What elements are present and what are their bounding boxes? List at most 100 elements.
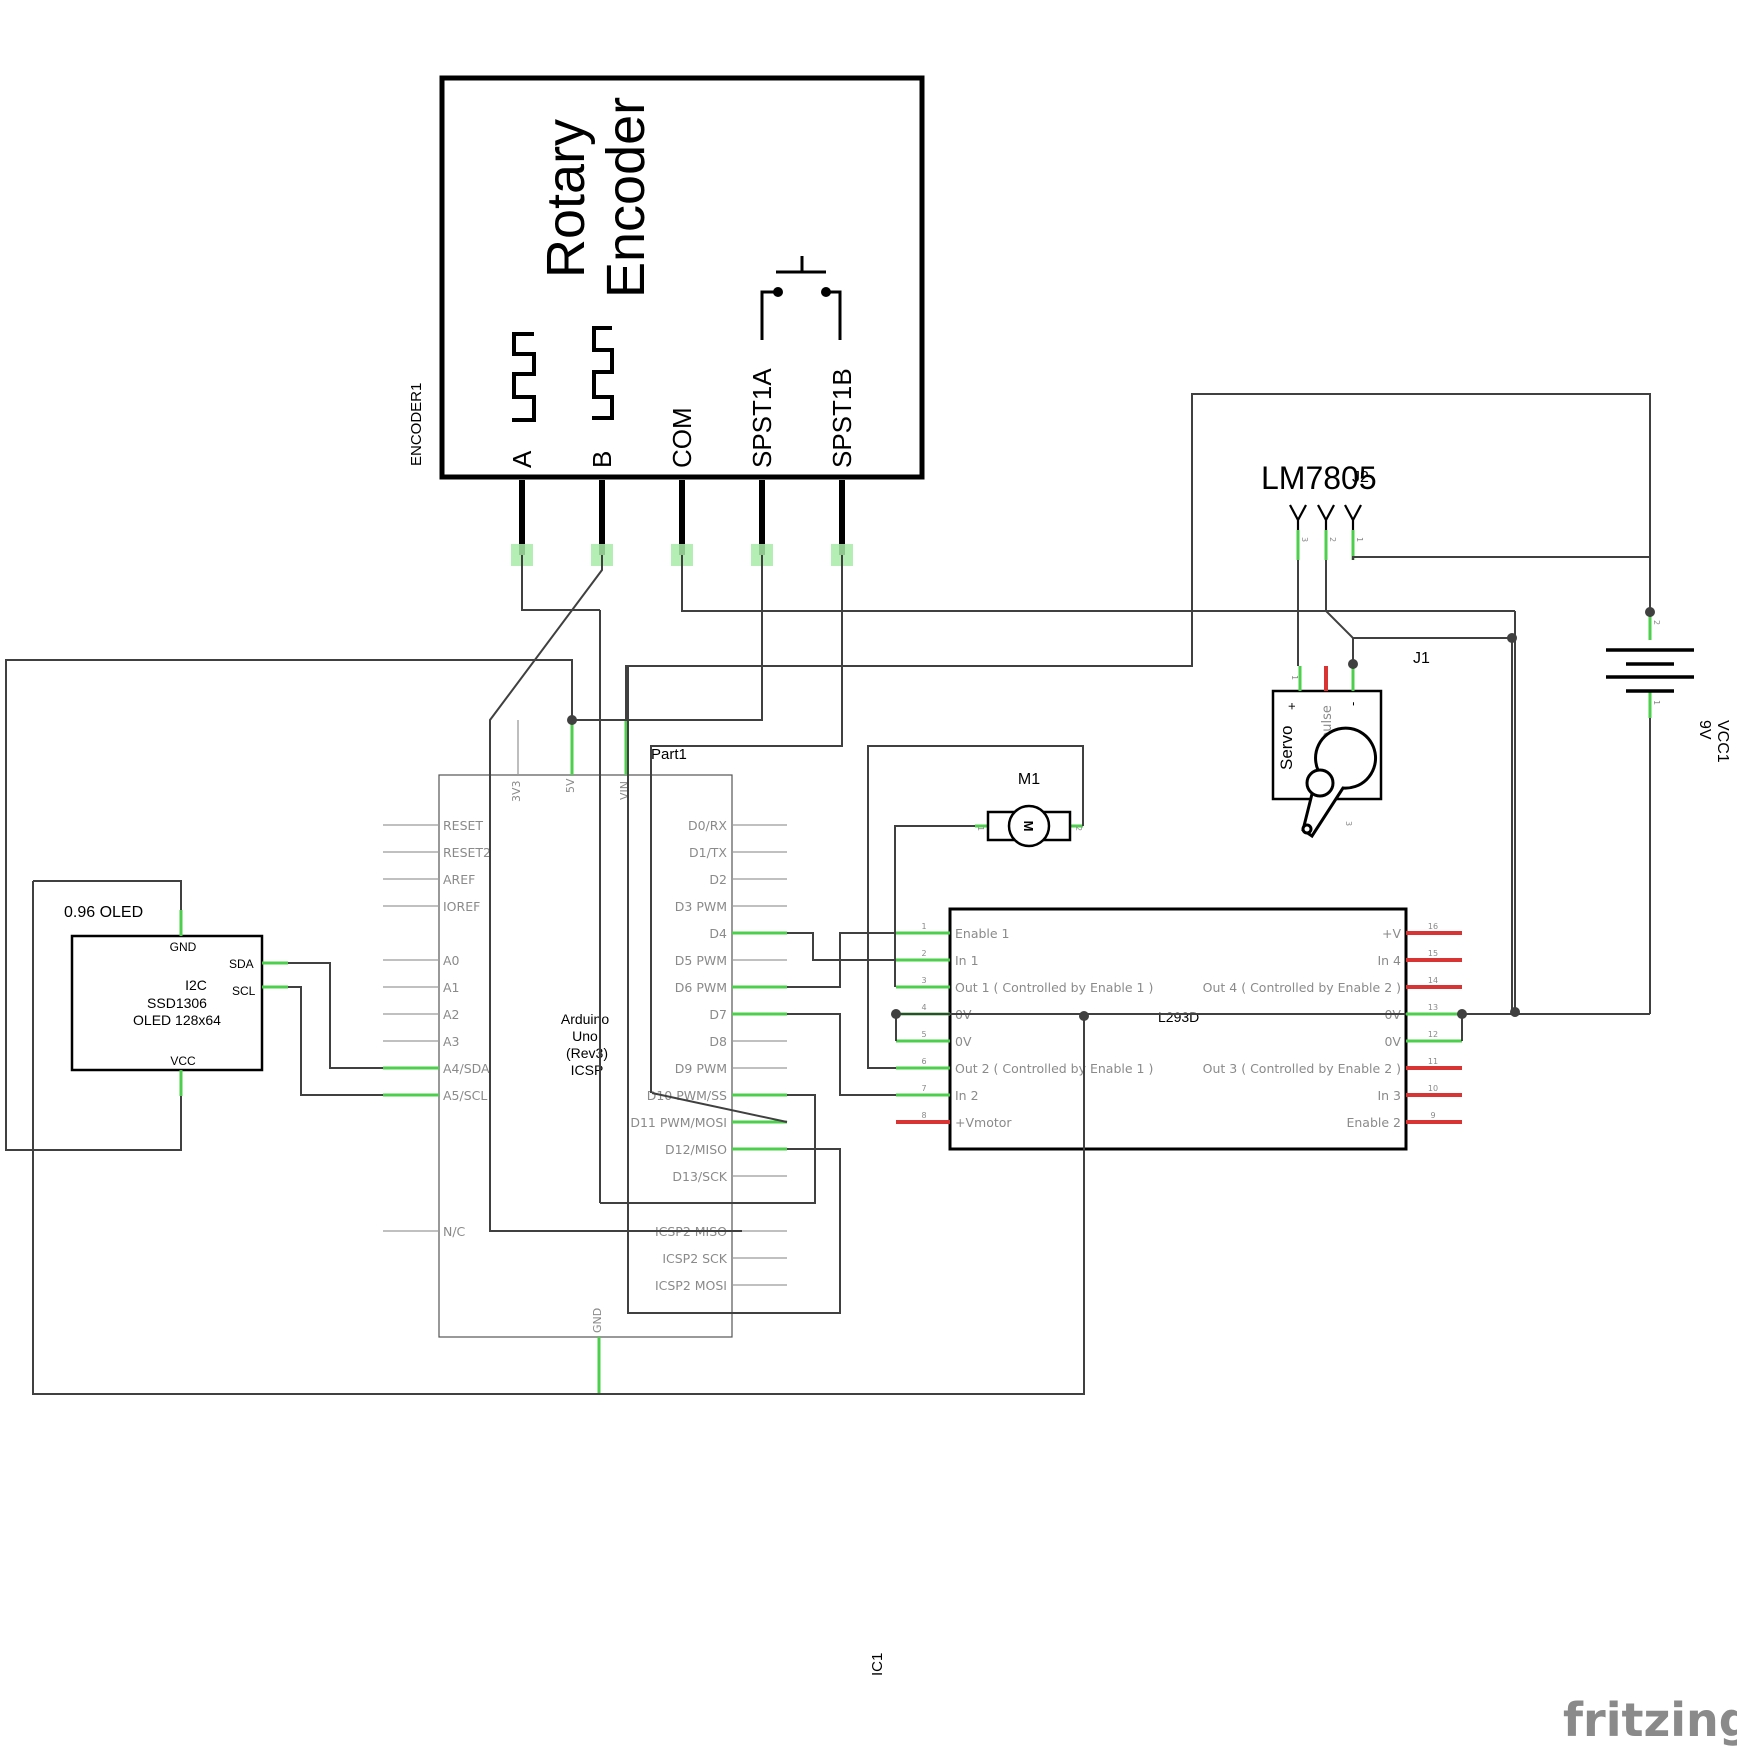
arduino-uno[interactable]: Part1 Arduino Uno (Rev3) ICSP IC1 3V3 5V…: [383, 720, 886, 1676]
l293d-pin-num-1: 1: [921, 922, 926, 931]
regulator-ref: J2: [1352, 469, 1369, 486]
dc-motor[interactable]: M1 M 1 2: [975, 771, 1083, 848]
arduino-right-pins: [732, 824, 787, 1286]
battery[interactable]: 2 1 VCC1 9V: [1606, 612, 1731, 763]
l293d-pin-num-2: 2: [921, 949, 926, 958]
fritzing-logo: fritzing: [1563, 1693, 1737, 1746]
battery-value: 9V: [1696, 720, 1713, 740]
regulator-pin1: 1: [1355, 537, 1364, 542]
arduino-pin-d12: D12/MISO: [665, 1142, 727, 1157]
arduino-pin-icsp2-sck: ICSP2 SCK: [662, 1251, 727, 1266]
encoder-pin-label-b: B: [587, 451, 617, 468]
regulator-label: LM7805: [1261, 460, 1377, 496]
l293d-pin-num-10: 10: [1428, 1084, 1438, 1093]
arduino-name-line3: (Rev3): [566, 1045, 608, 1061]
battery-ref: VCC1: [1714, 720, 1731, 763]
oled-pin-scl: SCL: [232, 984, 256, 998]
l293d-pin-in3: In 3: [1377, 1088, 1401, 1103]
oled-display[interactable]: 0.96 OLED I2C SSD1306 OLED 128x64 GND VC…: [64, 904, 288, 1096]
arduino-pin-reset: RESET: [443, 818, 483, 833]
regulator-pin2: 2: [1328, 537, 1337, 542]
motor-icon: [1007, 804, 1051, 848]
junction-nodes: [567, 607, 1655, 1021]
arduino-pin-a1: A1: [443, 980, 460, 995]
encoder-title-line2: Encoder: [596, 97, 656, 298]
l293d-pin-out4: Out 4 ( Controlled by Enable 2 ): [1203, 980, 1401, 995]
arduino-pin-a5-scl: A5/SCL: [443, 1088, 487, 1103]
arduino-name-line4: ICSP: [571, 1062, 604, 1078]
oled-title: 0.96 OLED: [64, 904, 143, 921]
servo-num1: 1: [1290, 675, 1299, 680]
l293d-pin-enable1: Enable 1: [955, 926, 1010, 941]
l293d-pin-num-8: 8: [921, 1111, 926, 1120]
switch-contact-right: [821, 287, 831, 297]
arduino-body: [438, 774, 733, 1338]
arduino-pin-d2: D2: [709, 872, 727, 887]
motor-pin1: 1: [976, 826, 985, 831]
arduino-pin-5v: 5V: [564, 778, 577, 793]
oled-body: [70, 934, 264, 1072]
regulator-pin3: 3: [1300, 537, 1309, 542]
l293d-pin-num-13: 13: [1428, 1003, 1438, 1012]
servo[interactable]: J1 1 + pulse - Servo 3: [1271, 650, 1430, 839]
arduino-pin-icsp2-mosi: ICSP2 MOSI: [655, 1278, 727, 1293]
l293d-pin-num-4: 4: [921, 1003, 926, 1012]
servo-pin-minus: -: [1345, 702, 1360, 706]
arduino-pin-a3: A3: [443, 1034, 460, 1049]
arduino-name-line2: Uno: [572, 1028, 598, 1044]
l293d-pin-vplus: +V: [1382, 926, 1401, 941]
arduino-pin-d4: D4: [709, 926, 727, 941]
arduino-pin-d3: D3 PWM: [675, 899, 727, 914]
l293d-body: [948, 907, 1408, 1151]
motor-pin2: 2: [1074, 826, 1083, 831]
arduino-pin-d8: D8: [709, 1034, 727, 1049]
encoder-pin-label-a: A: [507, 450, 537, 468]
oled-pin-vcc: VCC: [170, 1054, 196, 1068]
servo-ref: J1: [1413, 650, 1430, 667]
l293d-pin-in2: In 2: [955, 1088, 979, 1103]
battery-pin1: 1: [1652, 700, 1661, 705]
oled-pin-sda: SDA: [229, 957, 254, 971]
arduino-pin-d0: D0/RX: [688, 818, 727, 833]
l293d-name: L293D: [1158, 1009, 1199, 1025]
encoder-pin-label-spst1b: SPST1B: [827, 368, 857, 468]
l293d-pin-vmotor: +Vmotor: [955, 1115, 1012, 1130]
arduino-pin-d1: D1/TX: [689, 845, 727, 860]
oled-desc-line3: OLED 128x64: [133, 1012, 221, 1028]
arduino-pin-3v3: 3V3: [510, 780, 523, 802]
arduino-ref: IC1: [869, 1653, 886, 1676]
battery-pin2: 2: [1652, 620, 1661, 625]
arduino-pin-a0: A0: [443, 953, 460, 968]
arduino-pin-gnd: GND: [591, 1308, 604, 1333]
arduino-pin-a2: A2: [443, 1007, 460, 1022]
pulse-b-icon: [592, 326, 614, 420]
arduino-name-line1: Arduino: [561, 1011, 609, 1027]
arduino-pin-reset2: RESET2: [443, 845, 491, 860]
arduino-pin-a4-sda: A4/SDA: [443, 1061, 490, 1076]
encoder-pin-label-com: COM: [667, 407, 697, 468]
l293d-pin-out2: Out 2 ( Controlled by Enable 1 ): [955, 1061, 1153, 1076]
l293d-pin-in1: In 1: [955, 953, 979, 968]
l293d-driver[interactable]: L293D 1 2 3 4 5 6 7 8 16 15 14 13 12 11: [896, 907, 1462, 1151]
wires: [5, 393, 1651, 1395]
arduino-pin-d9: D9 PWM: [675, 1061, 727, 1076]
arduino-left-pins: [383, 824, 439, 1232]
encoder-title-line1: Rotary: [536, 119, 596, 278]
l293d-pin-0v-5: 0V: [955, 1034, 972, 1049]
arduino-pin-ioref: IOREF: [443, 899, 480, 914]
motor-symbol: M: [1021, 821, 1036, 832]
encoder-ref: ENCODER1: [408, 383, 425, 466]
arduino-part-label: Part1: [651, 746, 687, 763]
servo-name: Servo: [1277, 726, 1296, 770]
servo-pin-plus: +: [1284, 702, 1299, 710]
arduino-pin-d5: D5 PWM: [675, 953, 727, 968]
l293d-pin-num-16: 16: [1428, 922, 1438, 931]
l293d-pin-0v-12: 0V: [1384, 1034, 1401, 1049]
servo-horn-icon: [1301, 726, 1378, 839]
voltage-regulator[interactable]: LM7805 J2 3 2 1: [1261, 460, 1377, 560]
arduino-pin-vin: VIN: [618, 781, 631, 800]
servo-num3: 3: [1344, 821, 1353, 826]
rotary-encoder[interactable]: Rotary Encoder ENCODER1 A B COM SPST1A S…: [408, 75, 925, 566]
motor-ref: M1: [1018, 771, 1040, 788]
encoder-pin-label-spst1a: SPST1A: [747, 368, 777, 468]
